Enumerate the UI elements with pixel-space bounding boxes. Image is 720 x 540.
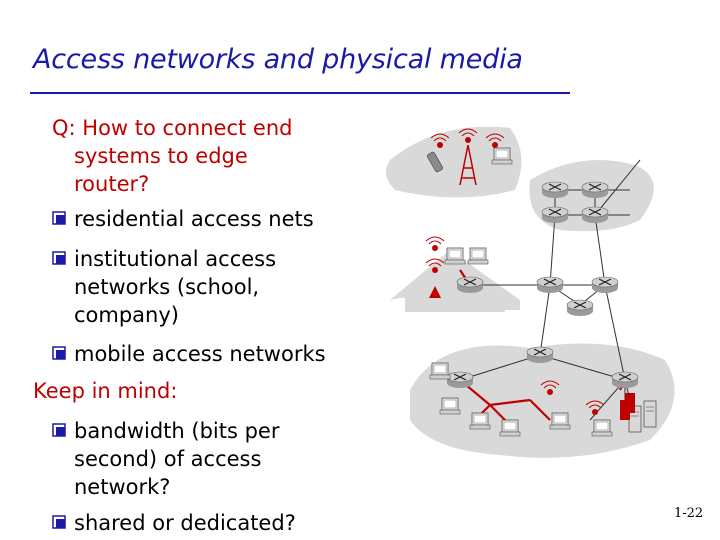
bullet-institutional-3: company) <box>74 303 179 327</box>
house-body <box>405 290 505 312</box>
question-line-3: router? <box>74 172 150 196</box>
router-icon <box>611 371 639 389</box>
cell-tower-icon <box>459 144 477 186</box>
desktop-pc-icon <box>439 397 461 415</box>
title-underline <box>30 92 570 94</box>
square-bullet-icon <box>52 423 66 437</box>
router-icon <box>581 206 609 224</box>
square-bullet-icon <box>52 515 66 529</box>
desktop-pc-icon <box>469 412 491 430</box>
mobile-phone-icon <box>426 151 444 173</box>
bullet-mobile: mobile access networks <box>74 342 326 366</box>
question-line-2: systems to edge <box>74 144 248 168</box>
network-diagram <box>386 126 675 458</box>
square-bullet-icon <box>52 346 66 360</box>
router-icon <box>456 276 484 294</box>
server-icon <box>643 400 657 428</box>
bullet-institutional-1: institutional access <box>74 247 277 271</box>
desktop-pc-icon <box>467 247 489 265</box>
bullet-bandwidth-2: second) of access <box>74 447 262 471</box>
router-icon <box>536 276 564 294</box>
question-line-1: Q: How to connect end <box>52 116 293 140</box>
bullet-residential: residential access nets <box>74 207 314 231</box>
mobile-network-cloud <box>386 126 522 198</box>
laptop-icon <box>591 419 613 437</box>
keep-in-mind-heading: Keep in mind: <box>33 379 178 403</box>
router-icon <box>541 206 569 224</box>
router-icon <box>591 276 619 294</box>
slide-title: Access networks and physical media <box>33 44 523 75</box>
wireless-signal-icon <box>425 236 445 252</box>
laptop-icon <box>444 247 466 265</box>
bullet-bandwidth-1: bandwidth (bits per <box>74 419 280 443</box>
laptop-icon <box>491 147 513 165</box>
router-icon <box>541 181 569 199</box>
bullet-institutional-2: networks (school, <box>74 275 260 299</box>
desktop-pc-icon <box>499 419 521 437</box>
bullet-shared: shared or dedicated? <box>74 511 296 535</box>
laptop-icon <box>549 412 571 430</box>
router-icon <box>526 346 554 364</box>
bullet-bandwidth-3: network? <box>74 475 171 499</box>
square-bullet-icon <box>52 211 66 225</box>
institutional-gateway-icon <box>620 400 630 420</box>
desktop-pc-icon <box>429 362 451 380</box>
router-icon <box>566 299 594 317</box>
router-icon <box>446 371 474 389</box>
router-icon <box>581 181 609 199</box>
square-bullet-icon <box>52 251 66 265</box>
wireless-router-icon <box>429 286 441 298</box>
slide-number: 1-22 <box>674 506 704 521</box>
